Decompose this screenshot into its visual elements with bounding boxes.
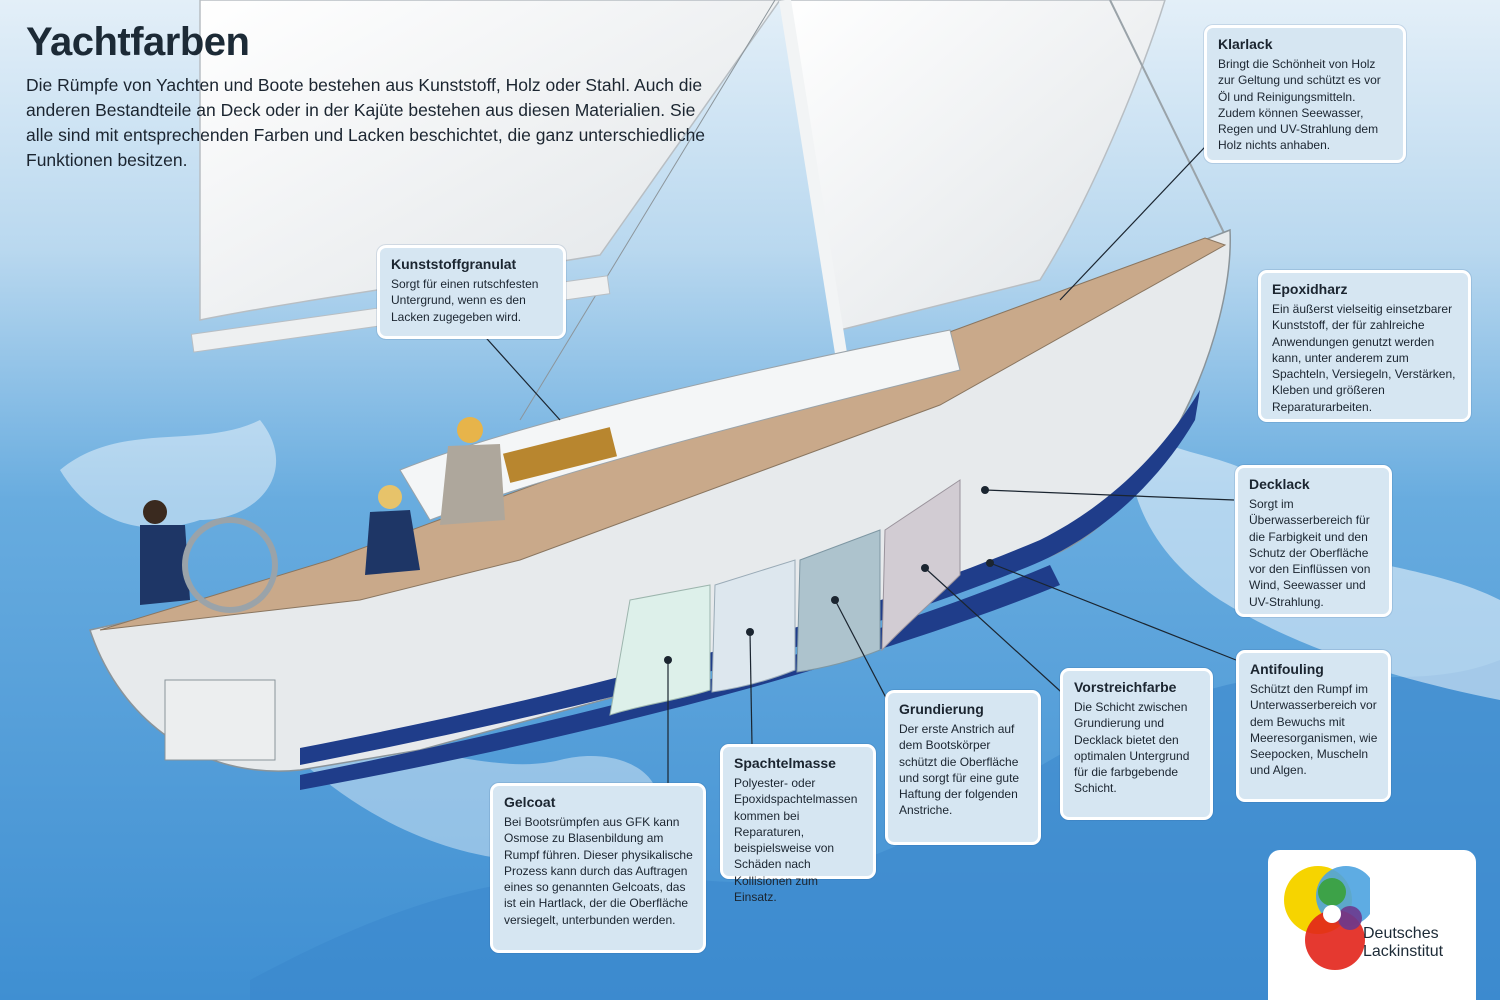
mainsail: [779, 0, 1166, 331]
logo-line-1: Deutsches: [1363, 925, 1439, 942]
logo-text: Deutsches Lackinstitut: [1363, 925, 1443, 961]
passenger-head: [457, 417, 483, 443]
box-text: Der erste Anstrich auf dem Bootskörper s…: [899, 722, 1020, 818]
box-decklack: Decklack Sorgt im Überwasserbereich für …: [1235, 465, 1392, 617]
spachtel-layer: [711, 559, 796, 693]
box-title: Klarlack: [1218, 36, 1273, 52]
passenger-body: [440, 444, 505, 525]
vorstreich-layer: [881, 479, 961, 652]
hull-stripe: [300, 565, 1060, 790]
box-klarlack: Klarlack Bringt die Schönheit von Holz z…: [1204, 25, 1406, 163]
header: Yachtfarben Die Rümpfe von Yachten und B…: [26, 20, 706, 173]
box-kunststoffgranulat: Kunststoffgranulat Sorgt für einen rutsc…: [377, 245, 566, 339]
box-title: Gelcoat: [504, 794, 556, 810]
cockpit-opening: [503, 427, 617, 483]
leader-dots: [664, 486, 994, 664]
box-title: Vorstreichfarbe: [1074, 679, 1177, 695]
page-title: Yachtfarben: [26, 20, 250, 64]
box-grundierung: Grundierung Der erste Anstrich auf dem B…: [885, 690, 1041, 845]
helmsman-body: [140, 525, 190, 605]
shroud: [519, 0, 776, 421]
logo-icon: [1284, 866, 1370, 970]
box-gelcoat: Gelcoat Bei Bootsrümpfen aus GFK kann Os…: [490, 783, 706, 953]
box-text: Sorgt im Überwasserbereich für die Farbi…: [1249, 497, 1371, 609]
box-text: Polyester- oder Epoxidspachtelmassen kom…: [734, 776, 858, 905]
box-title: Spachtelmasse: [734, 755, 836, 771]
box-title: Epoxidharz: [1272, 281, 1348, 297]
box-title: Decklack: [1249, 476, 1310, 492]
gelcoat-layer: [609, 584, 711, 716]
crew-body: [365, 510, 420, 575]
box-title: Antifouling: [1250, 661, 1324, 677]
transom-hatch: [164, 679, 276, 761]
mast: [779, 0, 856, 411]
box-spachtelmasse: Spachtelmasse Polyester- oder Epoxidspac…: [720, 744, 876, 904]
crew-head: [378, 485, 402, 509]
box-text: Die Schicht zwischen Grundierung und Dec…: [1074, 700, 1190, 796]
forestay: [1109, 0, 1226, 236]
box-text: Sorgt für einen rutschfesten Untergrund,…: [391, 277, 539, 324]
box-epoxidharz: Epoxidharz Ein äußerst vielseitig einset…: [1258, 270, 1471, 422]
logo-line-2: Lackinstitut: [1363, 943, 1444, 960]
box-text: Bei Bootsrümpfen aus GFK kann Osmose zu …: [504, 815, 693, 927]
box-title: Kunststoffgranulat: [391, 256, 517, 272]
intro-text: Die Rümpfe von Yachten und Boote bestehe…: [26, 75, 706, 170]
box-title: Grundierung: [899, 701, 984, 717]
wheel: [182, 517, 278, 613]
box-antifouling: Antifouling Schützt den Rumpf im Unterwa…: [1236, 650, 1391, 802]
helmsman-head: [143, 500, 167, 524]
box-text: Ein äußerst vielseitig einsetzbarer Kuns…: [1272, 302, 1456, 414]
water-splash: [60, 420, 277, 528]
box-text: Schützt den Rumpf im Unterwasserbereich …: [1250, 682, 1378, 778]
box-text: Bringt die Schönheit von Holz zur Geltun…: [1218, 57, 1381, 153]
box-vorstreichfarbe: Vorstreichfarbe Die Schicht zwischen Gru…: [1060, 668, 1213, 820]
